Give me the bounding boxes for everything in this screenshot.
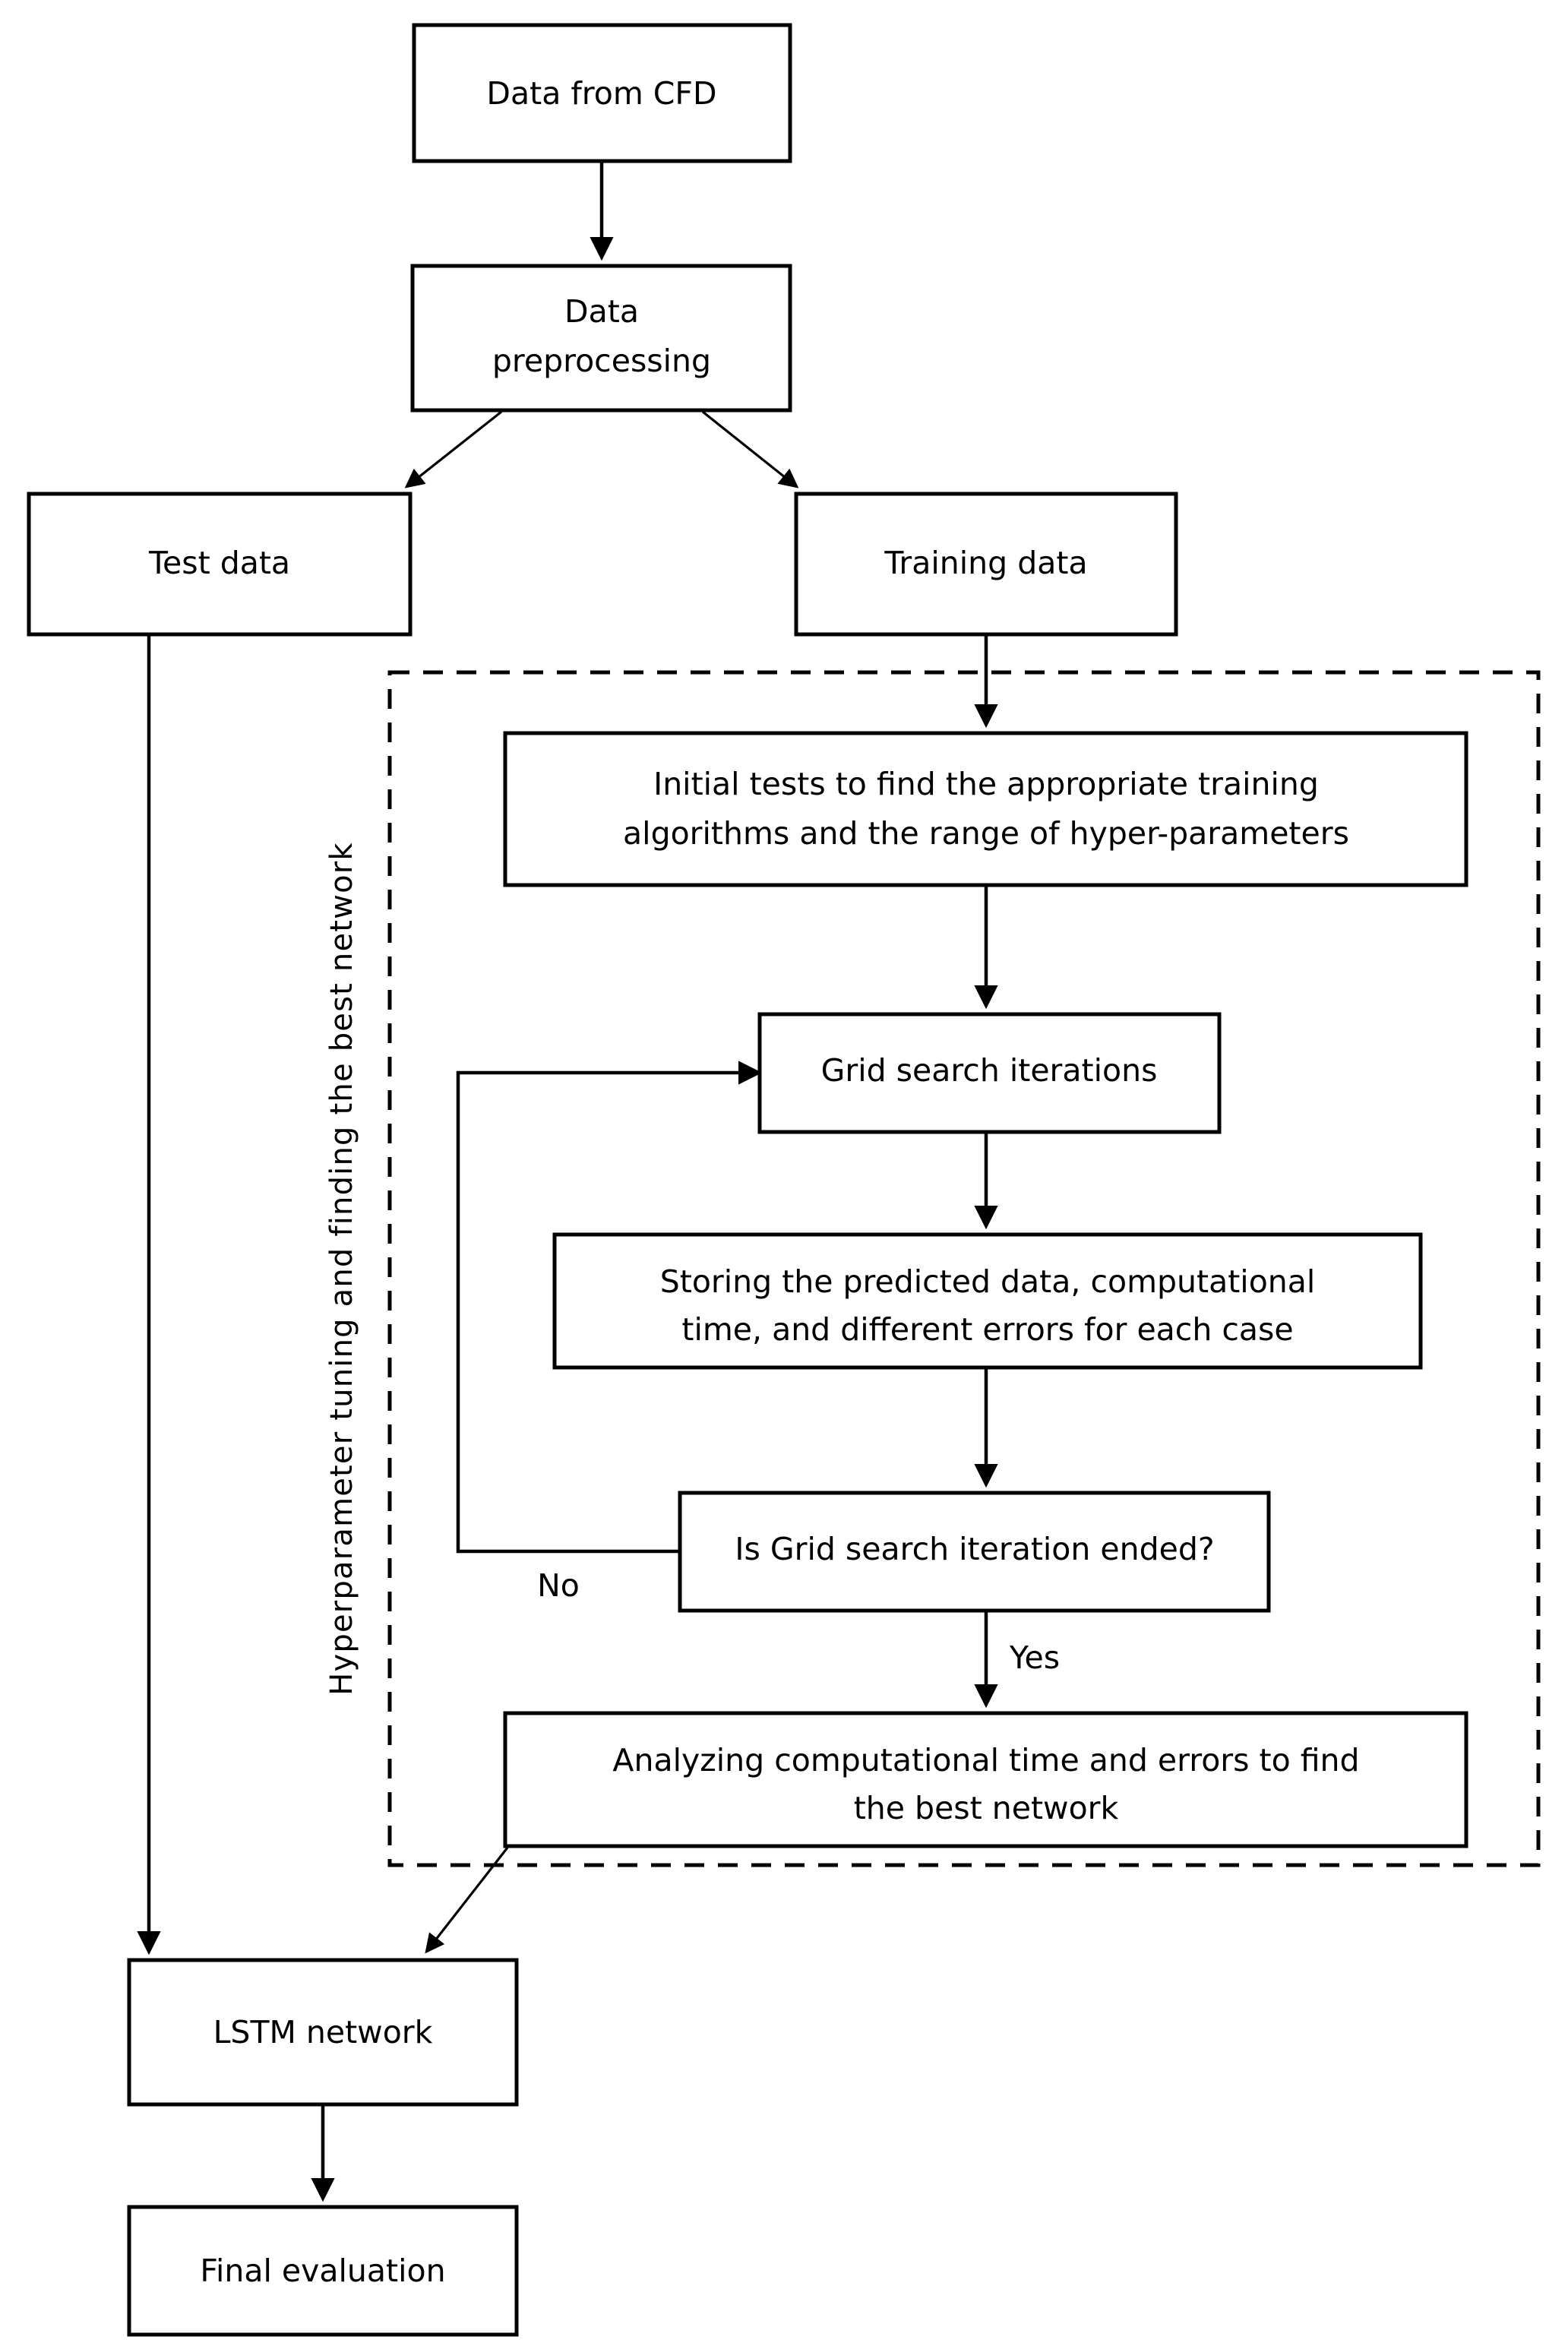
- edge-analyzing-to-lstm: [425, 1847, 509, 1954]
- node-decision-label: Is Grid search iteration ended?: [735, 1531, 1214, 1567]
- node-test-data[interactable]: Test data: [27, 492, 413, 637]
- node-test-data-label: Test data: [148, 545, 290, 581]
- node-training-data[interactable]: Training data: [794, 492, 1178, 637]
- node-data-preprocessing-line2: preprocessing: [492, 343, 711, 379]
- node-training-data-label: Training data: [884, 545, 1087, 581]
- node-analyzing-line1: Analyzing computational time and errors …: [612, 1742, 1359, 1778]
- node-lstm-network[interactable]: LSTM network: [127, 1958, 519, 2107]
- node-data-from-cfd-label: Data from CFD: [486, 75, 716, 112]
- node-final-evaluation[interactable]: Final evaluation: [127, 2205, 519, 2337]
- hyperparameter-group-label: Hyperparameter tuning and finding the be…: [324, 842, 359, 1696]
- edge-label-yes: Yes: [1009, 1639, 1060, 1676]
- node-grid-search-label: Grid search iterations: [821, 1052, 1158, 1089]
- node-final-evaluation-label: Final evaluation: [200, 2253, 445, 2289]
- edge-preprocessing-to-test-data: [404, 410, 502, 488]
- node-lstm-network-label: LSTM network: [213, 2014, 433, 2050]
- node-storing-line1: Storing the predicted data, computationa…: [660, 1263, 1316, 1300]
- node-initial-tests-line2: algorithms and the range of hyper-parame…: [623, 815, 1349, 852]
- node-storing-line2: time, and different errors for each case: [681, 1311, 1293, 1348]
- node-decision-grid-search-ended[interactable]: Is Grid search iteration ended?: [678, 1491, 1271, 1613]
- node-data-preprocessing[interactable]: Data preprocessing: [410, 264, 792, 413]
- edge-label-no: No: [537, 1567, 580, 1604]
- node-storing-predicted-data[interactable]: Storing the predicted data, computationa…: [552, 1232, 1423, 1370]
- node-data-preprocessing-line1: Data: [564, 293, 639, 330]
- node-data-from-cfd[interactable]: Data from CFD: [412, 23, 792, 163]
- node-analyzing-computational-time[interactable]: Analyzing computational time and errors …: [503, 1711, 1468, 1848]
- hyperparameter-group-box: [387, 670, 1541, 1867]
- node-analyzing-line2: the best network: [854, 1790, 1119, 1826]
- edge-decision-no-loopback: [456, 1061, 763, 1554]
- node-initial-tests-line1: Initial tests to find the appropriate tr…: [653, 766, 1319, 802]
- node-grid-search-iterations[interactable]: Grid search iterations: [757, 1012, 1222, 1134]
- edge-preprocessing-to-training-data: [702, 410, 799, 488]
- node-initial-tests[interactable]: Initial tests to find the appropriate tr…: [503, 731, 1468, 887]
